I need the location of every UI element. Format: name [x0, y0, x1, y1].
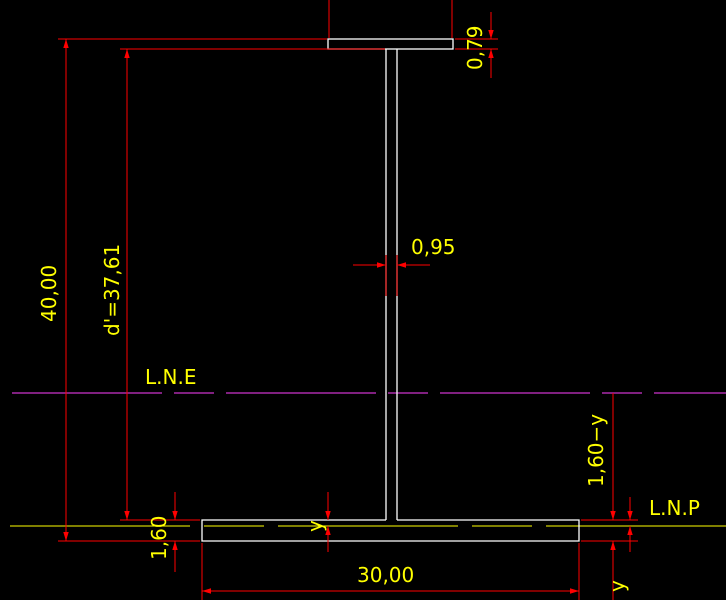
- lne-label: L.N.E: [145, 365, 196, 389]
- i-beam-section: [201, 38, 580, 542]
- upper-part-label: 1,60−y: [584, 414, 608, 487]
- lnp-label: L.N.P: [649, 496, 700, 520]
- dimension-lines: [58, 0, 638, 600]
- clear-height-label: d'=37,61: [100, 244, 124, 336]
- bottom-flange: [201, 519, 580, 542]
- y-right-label: y: [605, 580, 629, 592]
- bottom-flange-width-label: 30,00: [357, 563, 414, 587]
- y-left-label: y: [303, 520, 327, 532]
- bottom-flange-thickness-label: 1,60: [147, 515, 171, 560]
- dimension-labels: 40,00 d'=37,61 0,79 0,95 1,60 30,00 L.N.…: [37, 25, 700, 592]
- web-thickness-label: 0,95: [411, 235, 456, 259]
- top-flange-thickness-label: 0,79: [463, 25, 487, 70]
- height-label: 40,00: [37, 265, 61, 322]
- top-flange: [327, 38, 454, 50]
